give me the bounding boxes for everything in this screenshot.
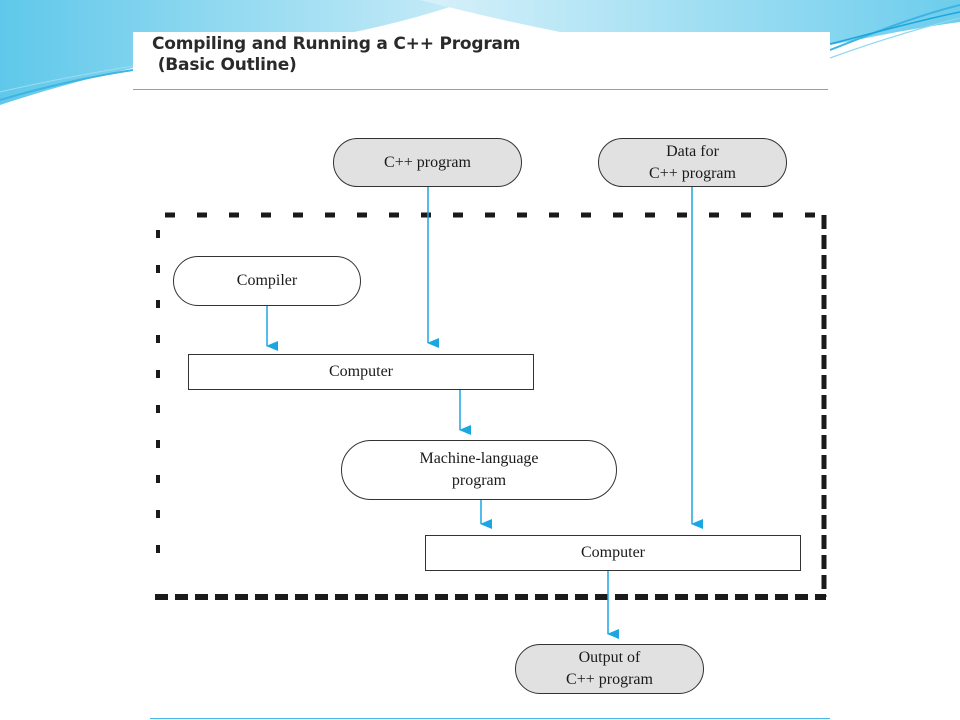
computer-label-1: Computer <box>329 363 393 380</box>
output-node: Output of C++ program <box>515 644 704 694</box>
computer-node-1: Computer <box>188 354 534 390</box>
output-label-line-1: Output of <box>578 649 641 666</box>
computer-node-2: Computer <box>425 535 801 571</box>
data-for-cpp-node: Data for C++ program <box>598 138 787 187</box>
bottom-divider <box>150 718 830 719</box>
data-label-line-1: Data for <box>666 142 719 160</box>
cpp-program-node: C++ program <box>333 138 522 187</box>
title-divider <box>133 89 828 90</box>
computer-label-2: Computer <box>581 544 645 561</box>
machine-label-line-1: Machine-language <box>419 450 539 467</box>
data-label-line-2: C++ program <box>649 164 736 182</box>
machine-label-line-2: program <box>451 472 507 489</box>
computer-boundary <box>155 212 827 600</box>
title-line-1: Compiling and Running a C++ Program <box>152 34 521 54</box>
compiler-node: Compiler <box>173 256 361 306</box>
output-label-line-2: C++ program <box>566 671 653 688</box>
page-title: Compiling and Running a C++ Program (Bas… <box>152 34 521 76</box>
machine-language-node: Machine-language program <box>341 440 617 500</box>
compiler-label: Compiler <box>236 272 298 289</box>
cpp-program-label: C++ program <box>384 153 471 171</box>
title-line-2: (Basic Outline) <box>152 55 297 75</box>
